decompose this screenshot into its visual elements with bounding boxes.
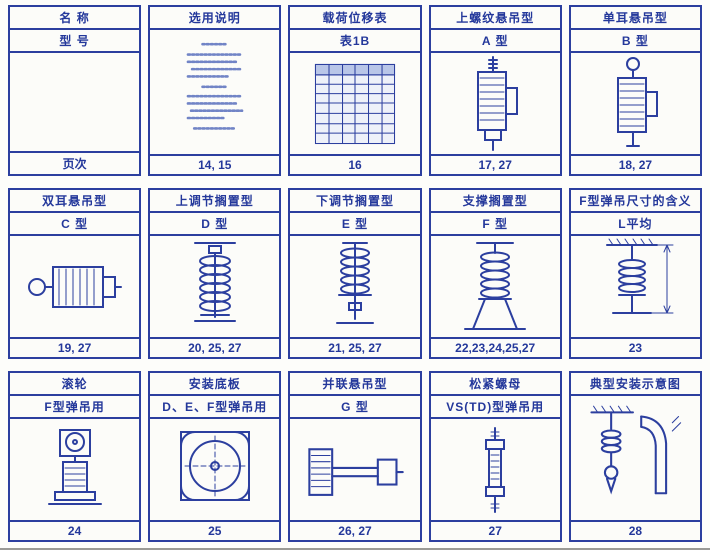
cell-load-table: 载荷位移表 表1B — [288, 5, 422, 176]
selection-notes-drawing — [186, 42, 244, 130]
cell-subtitle: 型 号 — [10, 30, 140, 53]
cell-subtitle: E 型 — [290, 213, 420, 236]
drawing-area — [290, 419, 419, 520]
drawing-area — [10, 236, 139, 337]
cell-pages: 16 — [290, 154, 420, 174]
cell-title: 上螺纹悬吊型 — [430, 7, 560, 30]
cell-title: 下调节搁置型 — [290, 190, 420, 213]
cell-title: 滚轮 — [10, 373, 140, 396]
cell-base-plate: 安装底板 D、E、F型弹吊用 25 — [148, 371, 282, 542]
cell-pages: 14, 15 — [150, 154, 280, 174]
cell-subtitle: L平均 — [570, 213, 700, 236]
cell-title: 名 称 — [10, 7, 140, 30]
cell-pages: 页次 — [10, 151, 140, 174]
type-g-hanger-drawing — [308, 447, 404, 496]
cell-title: 松紧螺母 — [430, 373, 560, 396]
cell-subtitle: B 型 — [570, 30, 700, 53]
cell-pages: 28 — [570, 520, 700, 540]
cell-pages: 26, 27 — [290, 520, 420, 540]
empty-area — [10, 53, 139, 151]
cell-subtitle: 表1B — [290, 30, 420, 53]
cell-title: 典型安装示意图 — [570, 373, 700, 396]
cell-title: 并联悬吊型 — [290, 373, 420, 396]
cell-pages: 25 — [150, 520, 280, 540]
cell-subtitle: D、E、F型弹吊用 — [150, 396, 280, 419]
cell-roller: 滚轮 F型弹吊用 24 — [8, 371, 142, 542]
cell-title: 支撑搁置型 — [430, 190, 560, 213]
cell-type-e: 下调节搁置型 E 型 21, 25, 27 — [288, 188, 422, 359]
f-type-dimensions-drawing — [606, 238, 674, 314]
cell-pages: 17, 27 — [430, 154, 560, 174]
typical-installation-drawing — [590, 405, 682, 495]
cell-title: 双耳悬吊型 — [10, 190, 140, 213]
cell-name-model: 名 称 型 号 页次 — [8, 5, 142, 176]
cell-pages: 19, 27 — [10, 337, 140, 357]
catalog-grid: 名 称 型 号 页次 选用说明 — [8, 5, 702, 542]
drawing-area — [431, 236, 560, 337]
cell-typical-installation: 典型安装示意图 — [568, 371, 702, 542]
cell-subtitle: F 型 — [430, 213, 560, 236]
drawing-area — [150, 30, 279, 154]
cell-type-f: 支撑搁置型 F 型 22,23,24,25,27 — [428, 188, 562, 359]
type-c-hanger-drawing — [27, 265, 122, 308]
cell-type-a: 上螺纹悬吊型 A 型 17, 27 — [428, 5, 562, 176]
drawing-area — [431, 419, 560, 520]
drawing-area — [10, 419, 139, 520]
cell-type-b: 单耳悬吊型 B 型 18, 27 — [568, 5, 702, 176]
drawing-area — [431, 53, 560, 154]
type-e-hanger-drawing — [335, 241, 374, 324]
cell-subtitle: F型弹吊用 — [10, 396, 140, 419]
drawing-area — [290, 53, 419, 154]
cell-subtitle: D 型 — [150, 213, 280, 236]
load-displacement-table-drawing — [314, 63, 396, 144]
cell-f-dimensions: F型弹吊尺寸的含义 L平均 23 — [568, 188, 702, 359]
cell-title: 选用说明 — [150, 7, 280, 30]
cell-type-c: 双耳悬吊型 C 型 19, 27 — [8, 188, 142, 359]
cell-title: 载荷位移表 — [290, 7, 420, 30]
cell-turnbuckle-nut: 松紧螺母 VS(TD)型弹吊用 27 — [428, 371, 562, 542]
cell-title: 上调节搁置型 — [150, 190, 280, 213]
cell-subtitle: C 型 — [10, 213, 140, 236]
cell-pages: 24 — [10, 520, 140, 540]
type-d-hanger-drawing — [193, 241, 236, 322]
cell-subtitle: G 型 — [290, 396, 420, 419]
cell-pages: 23 — [570, 337, 700, 357]
cell-type-d: 上调节搁置型 D 型 20, 25, 27 — [148, 188, 282, 359]
type-b-hanger-drawing — [617, 56, 659, 147]
cell-subtitle: A 型 — [430, 30, 560, 53]
drawing-area — [571, 236, 700, 337]
turnbuckle-nut-drawing — [485, 426, 506, 513]
roller-drawing — [47, 428, 102, 505]
cell-pages: 22,23,24,25,27 — [430, 337, 560, 357]
cell-selection-notes: 选用说明 — [148, 5, 282, 176]
cell-type-g: 并联悬吊型 G 型 26, 27 — [288, 371, 422, 542]
cell-pages: 18, 27 — [570, 154, 700, 174]
cell-pages: 27 — [430, 520, 560, 540]
drawing-area — [150, 236, 279, 337]
cell-subtitle: VS(TD)型弹吊用 — [430, 396, 560, 419]
cell-pages: 20, 25, 27 — [150, 337, 280, 357]
drawing-area — [571, 396, 700, 520]
cell-title: 安装底板 — [150, 373, 280, 396]
type-a-hanger-drawing — [477, 55, 519, 151]
cell-title: 单耳悬吊型 — [570, 7, 700, 30]
drawing-area — [571, 53, 700, 154]
cell-pages: 21, 25, 27 — [290, 337, 420, 357]
type-f-hanger-drawing — [464, 241, 527, 330]
drawing-area — [150, 419, 279, 520]
drawing-area — [290, 236, 419, 337]
cell-title: F型弹吊尺寸的含义 — [570, 190, 700, 213]
base-plate-drawing — [179, 430, 250, 501]
